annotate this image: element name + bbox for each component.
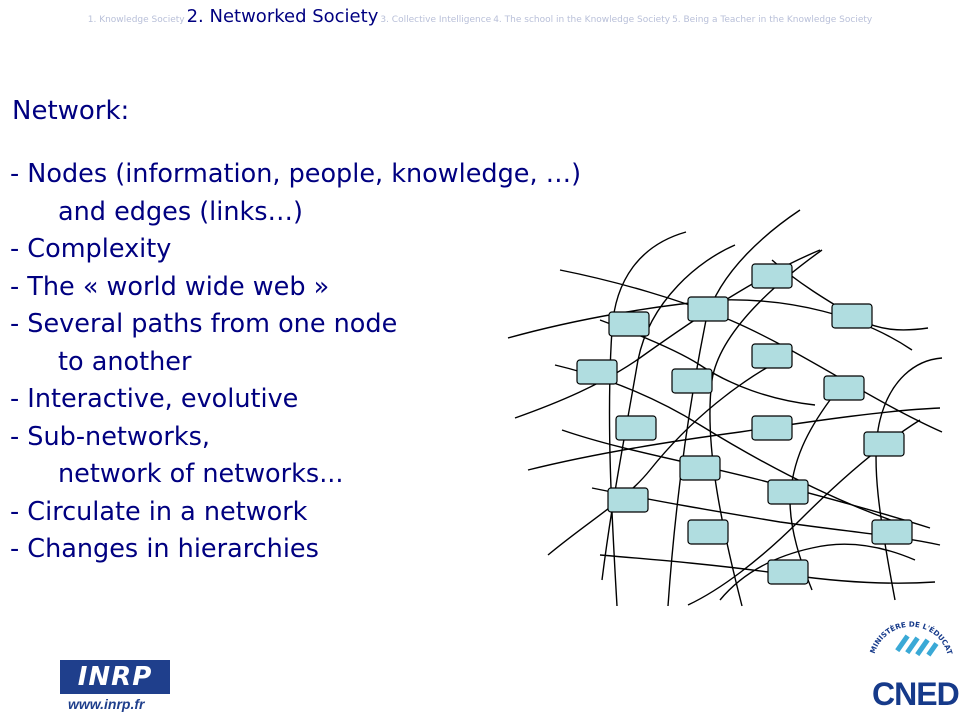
network-node [751,263,793,289]
bullet-item: - Sub-networks, network of networks... [10,419,581,494]
bullet-text: - Complexity [10,234,172,264]
network-node [679,455,721,481]
network-edge [559,269,943,433]
bullet-text: - Nodes (information, people, knowledge,… [10,159,582,189]
network-node [608,311,650,337]
network-node [871,519,913,545]
network-edge [667,209,801,607]
bullet-item: - Several paths from one node to another [10,306,581,381]
bullet-item: - Interactive, evolutive [10,381,581,419]
bullet-item: - Changes in hierarchies [10,531,581,569]
nav-item-1[interactable]: 1. Knowledge Society [87,15,185,25]
bullet-text: - Circulate in a network [10,496,308,527]
network-node [823,375,865,401]
network-node [615,415,657,441]
network-node [671,368,713,394]
inrp-logo: INRP www.inrp.fr [60,660,170,714]
network-node [863,431,905,457]
bullet-continuation: to another [58,346,192,377]
network-node [751,343,793,369]
slide-heading: Network: [12,96,130,126]
bullet-item: - The « world wide web » [10,269,581,307]
nav-item-5[interactable]: 5. Being a Teacher in the Knowledge Soci… [672,15,873,25]
cned-logo: MINISTÈRE DE L'ÉDUCATION NATIONALE CNED [859,597,960,720]
inrp-logo-url: www.inrp.fr [68,696,145,712]
network-node [751,415,793,441]
network-edge [527,407,941,471]
bullet-text: - Changes in hierarchies [10,534,319,564]
bullet-continuation: and edges (links…) [58,196,304,227]
network-edge [601,244,736,581]
nav-item-2[interactable]: 2. Networked Society [186,6,379,27]
network-node [767,479,809,505]
network-node [687,519,729,545]
bullet-text: - The « world wide web » [10,271,330,302]
network-edge [875,357,943,601]
network-node [831,303,873,329]
nav-item-4[interactable]: 4. The school in the Knowledge Society [493,15,671,25]
bullet-item: - Nodes (information, people, knowledge,… [10,156,581,231]
ministry-seal-icon: MINISTÈRE DE L'ÉDUCATION NATIONALE [859,597,955,657]
network-node [767,559,809,585]
bullet-item: - Complexity [10,231,581,269]
network-node [607,487,649,513]
inrp-logo-name: INRP [60,660,170,694]
network-edge [608,231,687,607]
bullet-text: - Interactive, evolutive [10,384,299,414]
network-edge [547,354,791,556]
network-edge [561,429,931,529]
network-edge [719,543,916,601]
bullet-text: - Several paths from one node [10,309,398,339]
bullet-text: - Sub-networks, [10,421,210,452]
bullet-item: - Circulate in a network [10,494,581,532]
network-node [576,359,618,385]
bullet-continuation: network of networks... [58,459,344,489]
bullet-list: - Nodes (information, people, knowledge,… [10,156,581,569]
cned-logo-name: CNED [872,676,960,712]
network-node [687,296,729,322]
nav-item-3[interactable]: 3. Collective Intelligence [380,15,492,25]
network-diagram [507,209,943,607]
